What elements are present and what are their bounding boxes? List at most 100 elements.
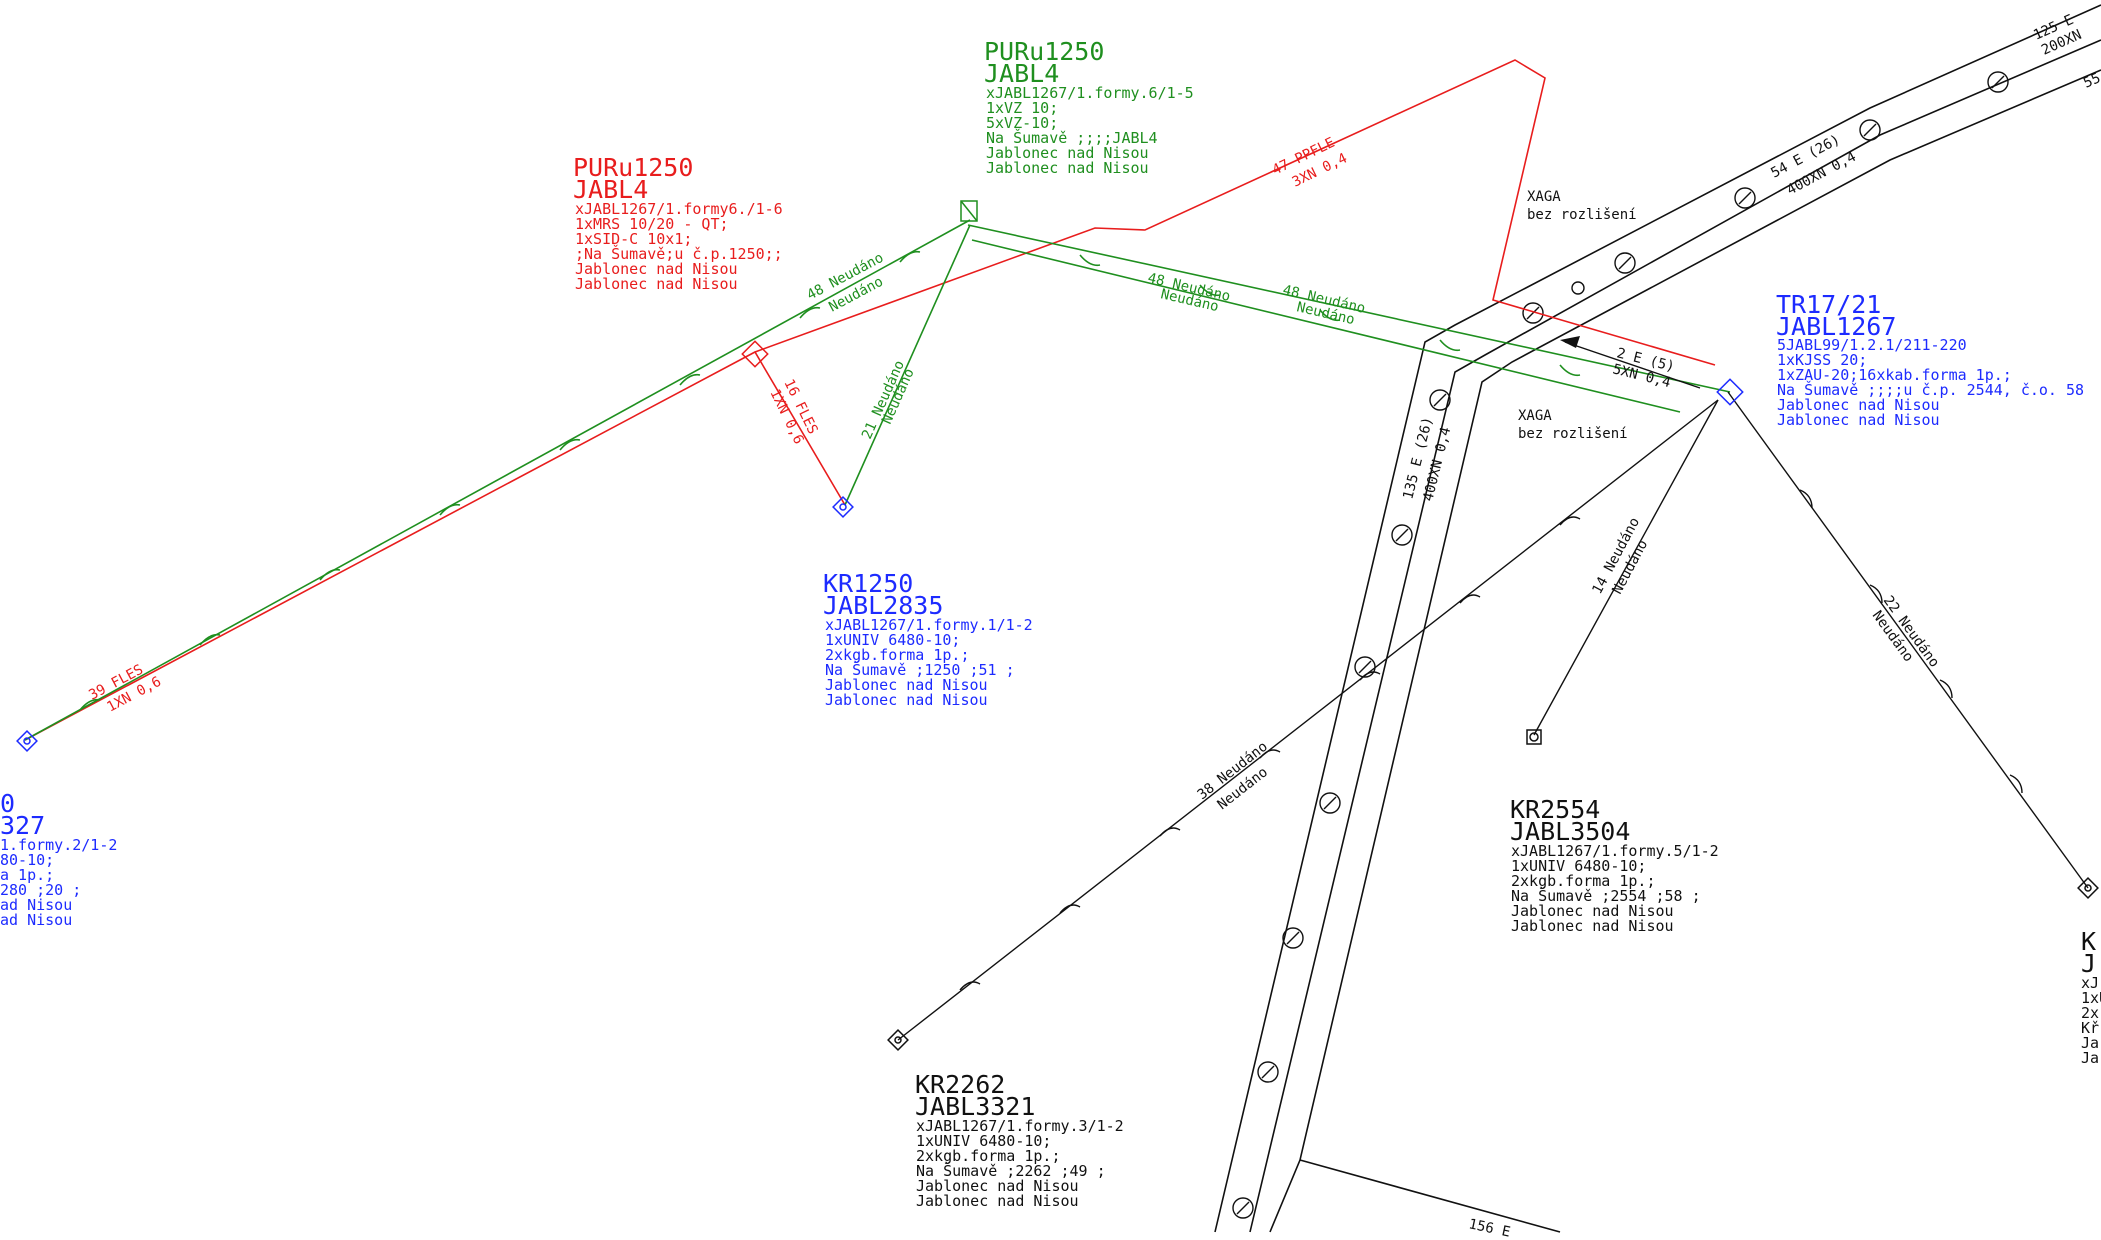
node-line: Jablonec nad Nisou <box>825 691 988 709</box>
cable-labels-black: 2 E (5) 5XN 0,4 135 E (26) 400XN 0,4 54 … <box>1195 12 2101 1240</box>
node-line: xJ <box>2081 974 2099 992</box>
node-line: 1xSID-C 10x1; <box>575 230 692 248</box>
route-line-inner-b <box>1269 69 2101 1233</box>
node-block-kr2262: KR2262 JABL3321 xJABL1267/1.formy.3/1-2 … <box>915 1070 1124 1210</box>
cable-labels-green: 48 Neudáno Neudáno 48 Neudáno Neudáno 48… <box>804 250 1366 442</box>
node-line: 2xkgb.forma 1p.; <box>916 1147 1061 1165</box>
node-line: Jablonec nad Nisou <box>825 676 988 694</box>
node-line: Na Šumavě ;;;;JABL4 <box>986 128 1158 147</box>
green-cable-48c <box>971 239 1681 413</box>
node-block-left-partial: 0 327 1.formy.2/1-2 80-10; a 1p.; 280 ;2… <box>0 789 117 929</box>
node-title: 0 <box>0 789 15 818</box>
marker-icon <box>1987 71 2009 93</box>
green-cables <box>24 219 1731 741</box>
xaga-label: XAGA <box>1527 189 1561 205</box>
node-line: 1xUNIV 6480-10; <box>916 1132 1051 1150</box>
marker-icon <box>1429 389 1451 411</box>
red-cable-47 <box>754 59 1716 366</box>
node-line: xJABL1267/1.formy.1/1-2 <box>825 616 1033 634</box>
node-line: Jablonec nad Nisou <box>575 260 738 278</box>
node-subtitle: JABL3321 <box>915 1092 1035 1121</box>
node-diamond-icon <box>832 496 854 518</box>
node-line: Jablonec nad Nisou <box>986 144 1149 162</box>
marker-icon <box>1391 524 1413 546</box>
node-title: KR2262 <box>915 1070 1005 1099</box>
node-title: K <box>2081 927 2096 956</box>
node-line: Jablonec nad Nisou <box>1777 396 1940 414</box>
cable-label: 156 E <box>1467 1216 1512 1240</box>
node-line: Jablonec nad Nisou <box>916 1192 1079 1210</box>
node-diamond-icon <box>2077 877 2099 899</box>
cable-label: 55 <box>2081 70 2101 91</box>
marker-icon <box>1522 302 1544 324</box>
red-cables <box>24 59 1716 741</box>
node-line: a 1p.; <box>0 866 54 884</box>
green-cable-48a <box>24 219 971 741</box>
node-square-icon <box>960 200 978 222</box>
green-wave-2 <box>1079 254 1581 377</box>
node-line: Na Šumavě ;1250 ;51 ; <box>825 660 1015 679</box>
node-line: xJABL1267/1.formy.6/1-5 <box>986 84 1194 102</box>
node-title: PURu1250 <box>984 37 1104 66</box>
node-line: xJABL1267/1.formy6./1-6 <box>575 200 783 218</box>
green-cable-48b <box>967 224 1731 393</box>
green-wave-1 <box>79 250 921 711</box>
node-line: 5JABL99/1.2.1/211-220 <box>1777 336 1967 354</box>
node-line: 1xVZ 10; <box>986 99 1058 117</box>
node-line: 5xVZ-10; <box>986 114 1058 132</box>
node-line: 1.formy.2/1-2 <box>0 836 117 854</box>
route-line-outer <box>1214 4 2101 1233</box>
node-line: Jablonec nad Nisou <box>986 159 1149 177</box>
node-subtitle: JABL4 <box>573 175 648 204</box>
node-line: 280 ;20 ; <box>0 881 81 899</box>
node-line: xJABL1267/1.formy.5/1-2 <box>1511 842 1719 860</box>
arrow-icon <box>1560 336 1701 389</box>
node-line: Ja <box>2081 1034 2099 1052</box>
node-square-icon <box>1716 378 1744 406</box>
node-block-tr17-21: TR17/21 JABL1267 5JABL99/1.2.1/211-220 1… <box>1776 290 2084 429</box>
node-block-right-partial: K J xJ 1xU 2x Kř Ja Ja <box>2081 927 2101 1067</box>
node-diamond-icon <box>887 1029 909 1051</box>
route-line-inner-a <box>1249 39 2101 1233</box>
node-subtitle: JABL2835 <box>823 591 943 620</box>
node-line: ad Nisou <box>0 896 72 914</box>
node-subtitle: 327 <box>0 811 45 840</box>
node-subtitle: JABL4 <box>984 59 1059 88</box>
node-line: ad Nisou <box>0 911 72 929</box>
main-route-lines <box>1214 4 2101 1233</box>
node-block-kr1250: KR1250 JABL2835 xJABL1267/1.formy.1/1-2 … <box>823 569 1033 709</box>
node-symbols <box>16 200 2099 1051</box>
xaga-label: XAGA <box>1518 408 1552 424</box>
xaga-label: bez rozlišení <box>1527 207 1637 223</box>
node-subtitle: JABL1267 <box>1776 312 1896 341</box>
node-line: 2xkgb.forma 1p.; <box>825 646 970 664</box>
node-line: Kř <box>2081 1019 2099 1037</box>
node-subtitle: JABL3504 <box>1510 817 1630 846</box>
node-line: 1xMRS 10/20 - QT; <box>575 215 729 233</box>
node-line: Jablonec nad Nisou <box>1511 917 1674 935</box>
marker-icon <box>1734 187 1756 209</box>
marker-icon <box>1282 927 1304 949</box>
node-title: PURu1250 <box>573 153 693 182</box>
node-line: Jablonec nad Nisou <box>1777 411 1940 429</box>
green-cable-21 <box>844 224 971 506</box>
node-line: xJABL1267/1.formy.3/1-2 <box>916 1117 1124 1135</box>
node-line: Jablonec nad Nisou <box>575 275 738 293</box>
marker-dot-icon <box>1571 281 1585 295</box>
node-square-icon <box>741 340 769 368</box>
node-diamond-icon <box>16 730 38 752</box>
node-line: Na Šumavě ;;;;u č.p. 2544, č.o. 58 <box>1777 380 2084 399</box>
node-line: Na Šumavě ;2262 ;49 ; <box>916 1161 1106 1180</box>
marker-icon <box>1859 119 1881 141</box>
node-line: 1xKJSS 20; <box>1777 351 1867 369</box>
node-line: Ja <box>2081 1049 2099 1067</box>
marker-icon <box>1354 656 1376 678</box>
node-line: 1xU <box>2081 989 2101 1007</box>
node-line: Jablonec nad Nisou <box>1511 902 1674 920</box>
node-line: Jablonec nad Nisou <box>916 1177 1079 1195</box>
node-line: Na Šumavě ;2554 ;58 ; <box>1511 886 1701 905</box>
node-line: ;Na Šumavě;u č.p.1250;; <box>575 244 783 263</box>
node-line: 80-10; <box>0 851 54 869</box>
